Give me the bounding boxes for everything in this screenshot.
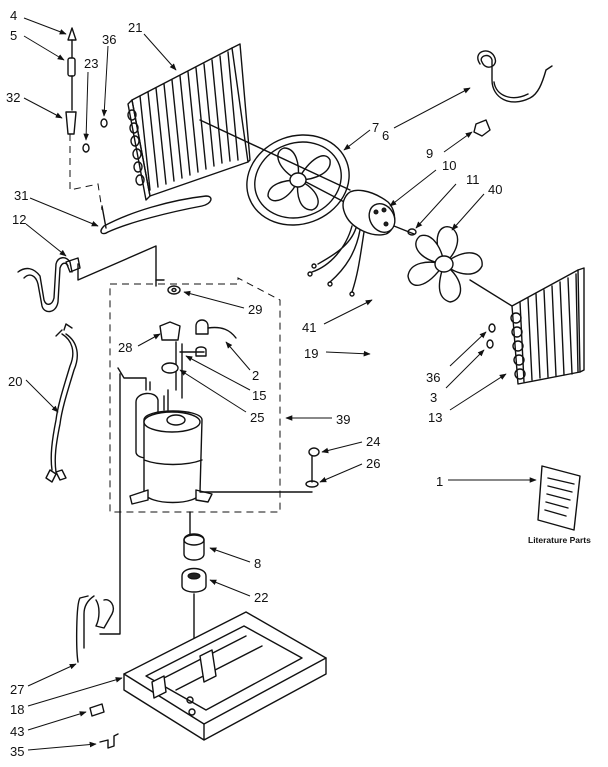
base-pan: [123, 611, 327, 741]
callout-15: 15: [252, 388, 266, 403]
callout-39: 39: [336, 412, 350, 427]
tube-joint: [65, 257, 81, 273]
callout-18: 18: [10, 702, 24, 717]
compressor-parts: [117, 279, 320, 505]
screw: [89, 703, 105, 717]
callout-4: 4: [10, 8, 17, 23]
callout-23: 23: [84, 56, 98, 71]
callout-1: 1: [436, 474, 443, 489]
spring-clip: [99, 733, 119, 749]
leader-lines: [23, 17, 537, 751]
evaporator-coil: [127, 43, 251, 201]
motor-shaft: [305, 181, 351, 206]
callout-20: 20: [8, 374, 22, 389]
callout-9: 9: [426, 146, 433, 161]
harness-route: [77, 245, 157, 287]
callout-43: 43: [10, 724, 24, 739]
callout-7: 7: [372, 120, 379, 135]
callout-10: 10: [442, 158, 456, 173]
callout-12: 12: [12, 212, 26, 227]
sensor-assembly: [65, 27, 103, 211]
isolator: [183, 533, 205, 561]
suction-tube: [17, 257, 73, 313]
callout-8: 8: [254, 556, 261, 571]
guide-line-3: [99, 373, 121, 635]
callout-21: 21: [128, 20, 142, 35]
compressor-assembly-box: [109, 277, 281, 513]
fan-motor: [307, 189, 415, 297]
callout-41: 41: [302, 320, 316, 335]
drain-strap: [477, 50, 553, 103]
discharge-tube: [75, 595, 114, 663]
callout-22: 22: [254, 590, 268, 605]
callout-24: 24: [366, 434, 380, 449]
callout-2: 2: [252, 368, 259, 383]
callout-3: 3: [430, 390, 437, 405]
wire-harness: [45, 323, 78, 483]
literature-label: Literature Parts: [528, 535, 591, 545]
nut: [407, 228, 417, 236]
clip-small-4: [486, 339, 494, 349]
capillary-tube: [100, 195, 212, 235]
callout-27: 27: [10, 682, 24, 697]
guide-line-2: [469, 279, 513, 307]
clip-small-2: [100, 118, 108, 128]
condenser-coil: [510, 267, 585, 385]
callout-40: 40: [488, 182, 502, 197]
callout-28: 28: [118, 340, 132, 355]
clip-small: [82, 143, 90, 153]
callout-32: 32: [6, 90, 20, 105]
blower-wheel: [246, 134, 350, 226]
literature-parts: Literature Parts: [528, 465, 591, 545]
clip-small-3: [488, 323, 496, 333]
clip: [473, 119, 491, 137]
callout-13: 13: [428, 410, 442, 425]
callout-36b: 36: [426, 370, 440, 385]
callout-5: 5: [10, 28, 17, 43]
callout-6: 6: [382, 128, 389, 143]
guide-line: [199, 119, 351, 191]
condenser-fan-blade: [407, 226, 483, 303]
mount-grommet: [181, 567, 207, 641]
callout-36: 36: [102, 32, 116, 47]
callout-35: 35: [10, 744, 24, 759]
callout-29: 29: [248, 302, 262, 317]
callout-19: 19: [304, 346, 318, 361]
callout-25: 25: [250, 410, 264, 425]
callout-26: 26: [366, 456, 380, 471]
callout-11: 11: [466, 172, 480, 187]
callout-31: 31: [14, 188, 28, 203]
callout-numbers: 4 5 23 36 21 32 31 12 20 7 6 9 10 11 40 …: [6, 8, 502, 759]
